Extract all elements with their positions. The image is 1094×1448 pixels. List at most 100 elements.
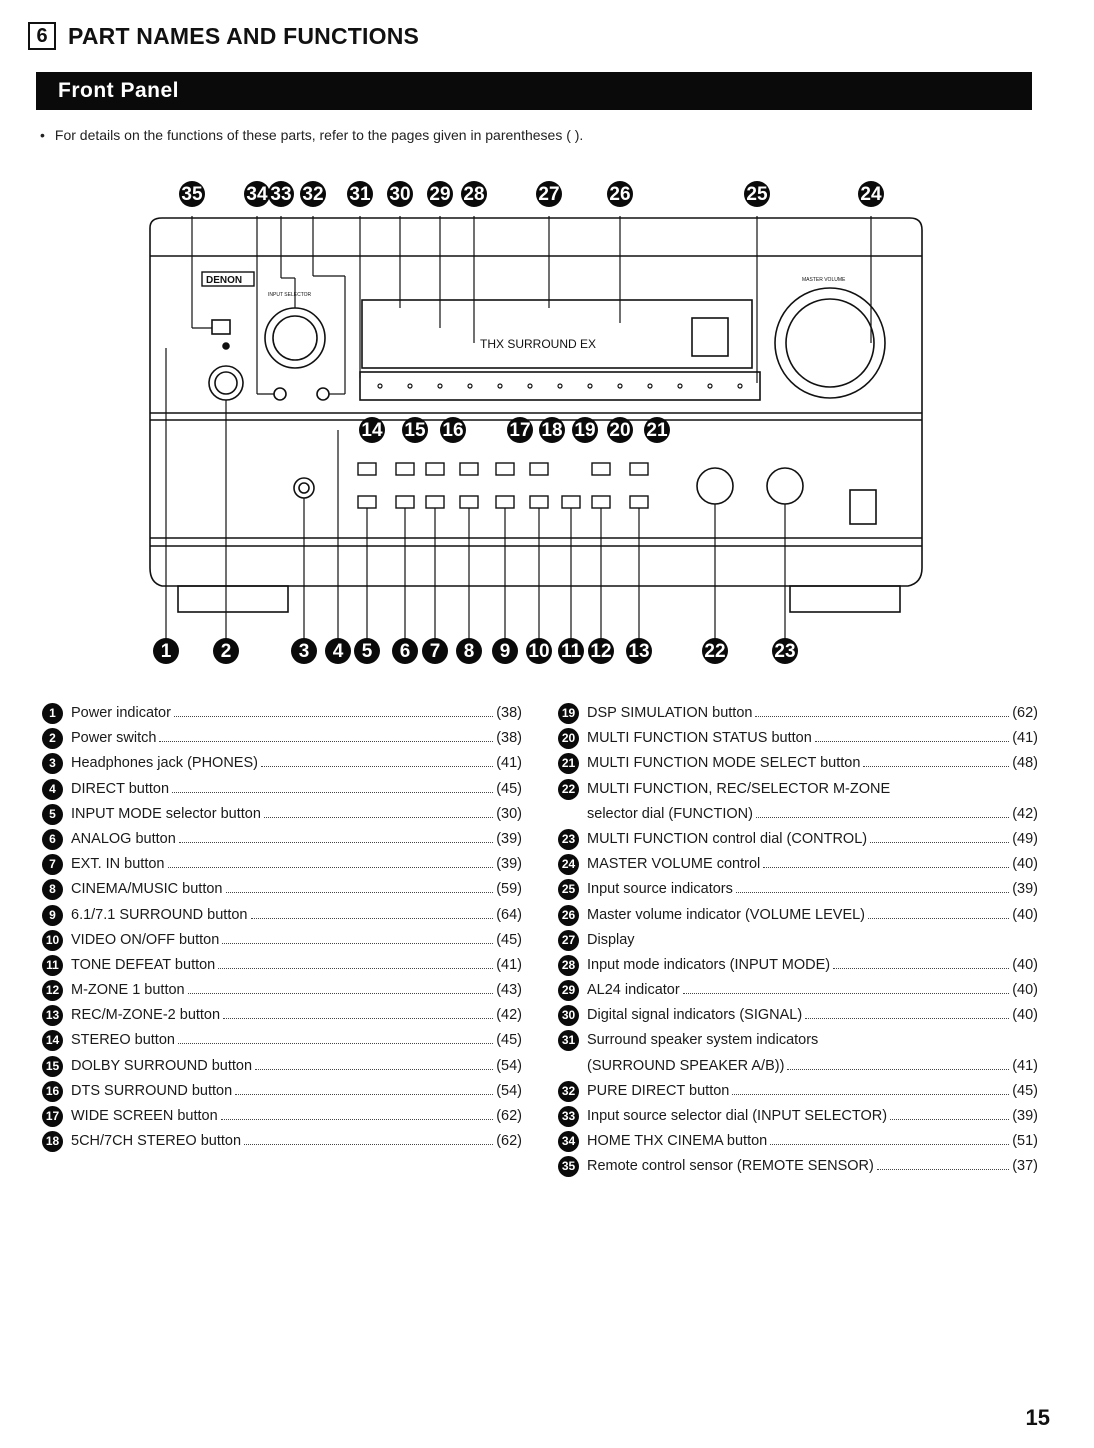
- page-reference: (45): [496, 780, 522, 797]
- page-reference: (40): [1012, 906, 1038, 923]
- callout-12: 12: [588, 638, 614, 664]
- callout-17: 17: [507, 417, 533, 443]
- section-title: PART NAMES AND FUNCTIONS: [68, 22, 420, 49]
- page-reference: (62): [496, 1133, 522, 1150]
- page-reference: (45): [496, 931, 522, 948]
- part-name: Power indicator: [71, 705, 171, 721]
- input-selector-label: INPUT SELECTOR: [268, 292, 312, 298]
- svg-text:30: 30: [389, 184, 410, 205]
- part-name: TONE DEFEAT button: [71, 956, 216, 973]
- display-window: [361, 299, 753, 369]
- part-number-badge: 28: [558, 954, 579, 976]
- callout-31: 31: [347, 181, 373, 207]
- callout-16: 16: [440, 417, 466, 443]
- callout-7: 7: [422, 638, 448, 664]
- master-volume-label: MASTER VOLUME: [802, 277, 846, 283]
- callout-35: 35: [179, 181, 205, 207]
- svg-text:3: 3: [299, 641, 310, 662]
- page-reference: (40): [1012, 1007, 1038, 1024]
- svg-text:31: 31: [349, 184, 371, 205]
- part-number-badge: 34: [558, 1131, 579, 1153]
- part-number-badge: 32: [558, 1080, 579, 1102]
- page-reference: (40): [1012, 956, 1038, 973]
- svg-text:25: 25: [746, 184, 768, 205]
- part-number-badge: 15: [42, 1055, 63, 1077]
- power-indicator: [222, 342, 230, 350]
- part-number-badge: 20: [558, 728, 579, 750]
- dot-leader: [244, 1144, 494, 1146]
- page-reference: (54): [496, 1082, 522, 1099]
- callout-30: 30: [387, 181, 413, 207]
- headphones-jack: [293, 477, 315, 499]
- callout-10: 10: [526, 638, 552, 664]
- page-reference: (62): [1012, 705, 1038, 721]
- dot-leader: [225, 892, 494, 894]
- svg-text:1: 1: [161, 641, 172, 662]
- part-number-badge: 12: [42, 980, 63, 1002]
- part-name: MULTI FUNCTION STATUS button: [587, 730, 812, 747]
- svg-text:6: 6: [400, 641, 411, 662]
- page-reference: (37): [1012, 1158, 1038, 1175]
- master-volume-control: [774, 287, 886, 399]
- callout-14: 14: [359, 417, 385, 443]
- svg-text:19: 19: [574, 420, 595, 441]
- dot-leader: [833, 967, 1010, 969]
- svg-text:22: 22: [704, 641, 725, 662]
- part-name: selector dial (FUNCTION): [587, 805, 753, 822]
- part-name: REC/M-ZONE-2 button: [71, 1007, 221, 1024]
- page-reference: (39): [1012, 1108, 1038, 1124]
- svg-text:17: 17: [509, 420, 530, 441]
- page-reference: (38): [496, 730, 522, 747]
- svg-text:24: 24: [860, 184, 882, 205]
- part-name: DOLBY SURROUND button: [71, 1057, 253, 1074]
- callout-1: 1: [153, 638, 179, 664]
- surround-speaker-panel: [691, 317, 729, 357]
- part-name: Input source selector dial (INPUT SELECT…: [587, 1108, 888, 1124]
- part-name: Power switch: [71, 730, 157, 747]
- page-reference: (51): [1012, 1133, 1038, 1150]
- part-number-badge: 6: [42, 828, 63, 850]
- svg-text:32: 32: [302, 184, 323, 205]
- svg-text:9: 9: [500, 641, 511, 662]
- part-name: Remote control sensor (REMOTE SENSOR): [587, 1158, 874, 1175]
- control-dial: [766, 467, 804, 505]
- callout-33: 33: [268, 181, 294, 207]
- callout-18: 18: [539, 417, 565, 443]
- bullet-icon: •: [40, 127, 45, 143]
- part-number-badge: 18: [42, 1131, 63, 1153]
- part-number-badge: 25: [558, 879, 579, 901]
- front-panel-diagram: DENON THX SURROUND EX INPUT SELECTOR MAS…: [149, 181, 923, 664]
- part-item: 35 Remote control sensor (REMOTE SENSOR) (…: [558, 1156, 1038, 1181]
- part-name: DIRECT button: [71, 780, 170, 797]
- part-name: WIDE SCREEN button: [71, 1108, 218, 1124]
- front-panel-banner: Front Panel: [36, 72, 1032, 110]
- callout-2: 2: [213, 638, 239, 664]
- power-switch: [208, 365, 244, 401]
- home-thx-cinema-button: [273, 387, 287, 401]
- dot-leader: [870, 841, 1010, 843]
- dot-leader: [263, 816, 494, 818]
- svg-text:27: 27: [538, 184, 559, 205]
- callout-22: 22: [702, 638, 728, 664]
- part-item: selector dial (FUNCTION)(42): [558, 804, 1038, 829]
- page-reference: (38): [496, 705, 522, 721]
- svg-text:8: 8: [464, 641, 475, 662]
- part-number-badge: 35: [558, 1156, 579, 1178]
- dot-leader: [682, 993, 1010, 995]
- part-number-badge: 21: [558, 753, 579, 775]
- part-name: Master volume indicator (VOLUME LEVEL): [587, 906, 866, 923]
